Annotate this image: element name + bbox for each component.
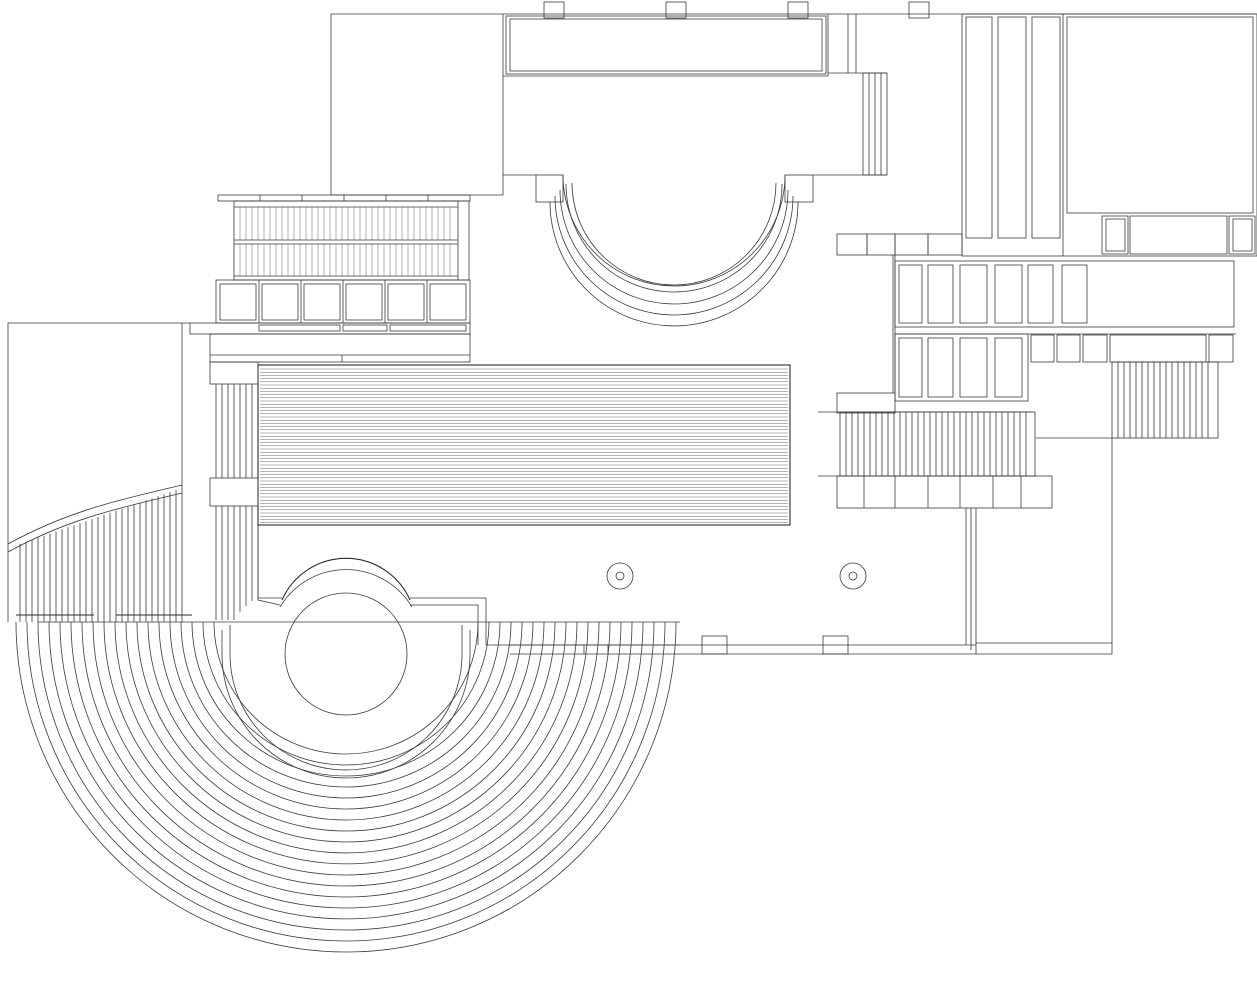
amphitheatre-ring <box>136 621 556 832</box>
east-building <box>818 233 1236 654</box>
amphitheatre-ring <box>92 621 600 876</box>
amphitheatre-ring <box>37 621 655 931</box>
north-building <box>330 1 1255 327</box>
amphitheatre <box>15 557 680 953</box>
amphitheatre-ring <box>147 621 545 821</box>
amphitheatre-ring <box>81 621 611 887</box>
amphitheatre-ring <box>103 621 589 865</box>
west-annex <box>7 322 192 622</box>
west-steps <box>209 361 259 620</box>
amphitheatre-ring <box>180 621 512 788</box>
central-pool <box>257 364 791 526</box>
amphitheatre-ring <box>59 621 633 909</box>
amphitheatre-ring <box>169 621 523 799</box>
amphitheatre-ring <box>15 621 677 953</box>
amphitheatre-ring <box>202 621 490 766</box>
amphitheatre-ring <box>26 621 666 942</box>
northeast-building <box>961 13 1257 257</box>
amphitheatre-ring <box>70 621 622 898</box>
amphitheatre-ring <box>191 621 501 777</box>
amphitheatre-ring <box>125 621 567 843</box>
amphitheatre-ring <box>48 621 644 920</box>
amphitheatre-ring <box>114 621 578 854</box>
west-wing <box>189 194 471 363</box>
amphitheatre-ring <box>158 621 534 810</box>
amphitheatre-ring <box>213 621 479 755</box>
